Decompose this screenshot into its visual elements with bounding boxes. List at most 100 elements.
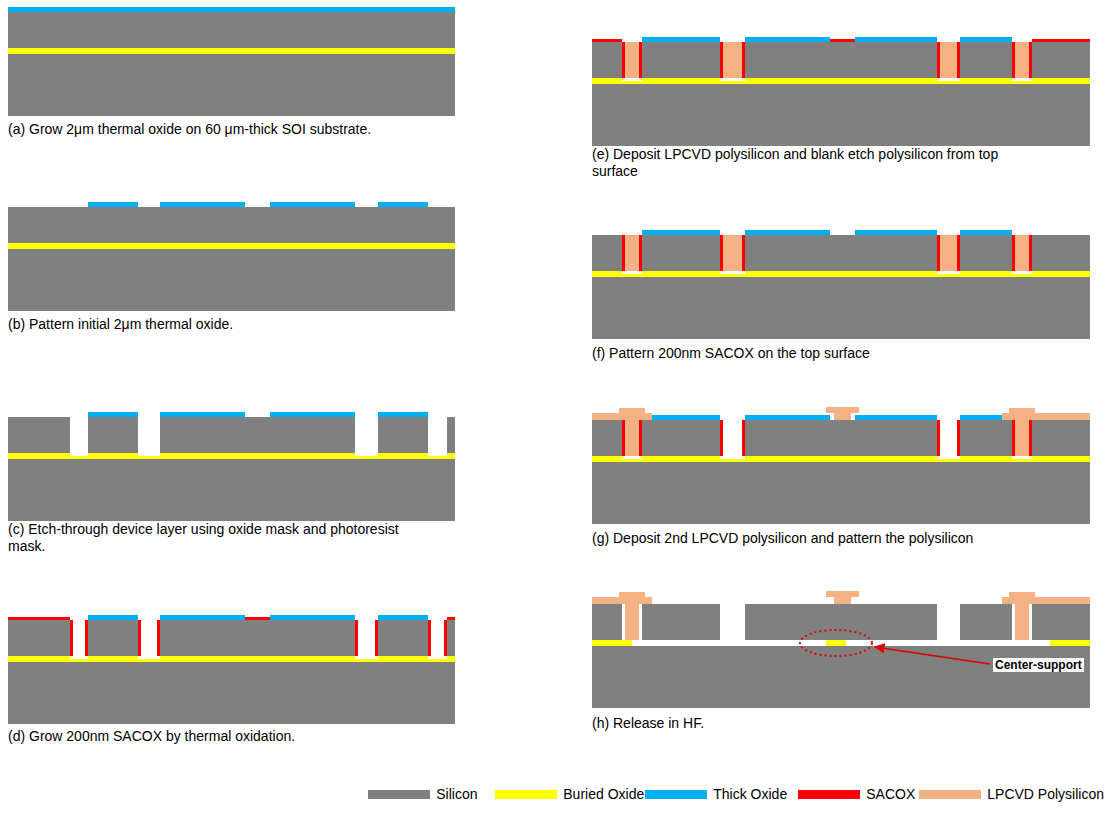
device-layer [1032,420,1090,456]
thick-oxide [160,412,245,417]
thick-oxide [88,615,138,620]
etched-oxide [355,453,378,456]
legend-text: Thick Oxide [713,786,787,802]
sacox-wall [1012,420,1015,456]
sacox-wall [70,620,73,656]
sacox-wall [355,620,358,656]
device-layer [960,42,1012,78]
step-caption: (c) Etch-through device layer using oxid… [8,521,428,555]
step-caption: (d) Grow 200nm SACOX by thermal oxidatio… [8,728,468,745]
sacox-wall [1012,235,1015,271]
sacox-wall [720,42,723,78]
substrate [8,249,455,311]
poly-fill [1015,42,1029,78]
etched-oxide [720,456,745,459]
etched-oxide [1012,78,1032,81]
poly-fill [625,235,639,271]
sacox-wall [1029,235,1032,271]
sacox-wall [639,420,642,456]
sacox-wall [85,620,88,656]
etched-oxide [937,271,960,274]
device-layer [88,417,138,453]
poly-cap [619,592,645,598]
poly-layer [1002,413,1090,420]
callout-label: Center-support [993,658,1084,672]
device-layer [592,420,622,456]
poly-fill [1015,420,1029,456]
legend-text: LPCVD Polysilicon [987,786,1104,802]
thick-oxide [642,415,720,420]
substrate [592,277,1090,339]
step-caption: (f) Pattern 200nm SACOX on the top surfa… [592,345,1102,362]
device-layer [378,620,428,656]
thick-oxide [88,202,138,207]
buried-oxide [8,453,455,459]
etched-oxide [428,656,447,659]
etched-oxide [355,656,378,659]
device-layer [960,604,1012,640]
substrate [592,84,1090,146]
device-layer [745,235,937,271]
sacox-wall [957,420,960,456]
step-caption: (b) Pattern initial 2μm thermal oxide. [8,316,468,333]
sacox-wall [157,620,160,656]
buried-oxide [8,243,455,249]
poly-fill [723,235,742,271]
device-layer [8,620,70,656]
buried-oxide [592,456,1090,462]
thick-oxide [378,412,428,417]
etched-oxide [622,271,642,274]
device-layer [1032,42,1090,78]
sacox-top [592,39,622,42]
sacox-wall [937,42,940,78]
sacox-wall [375,620,378,656]
buried-oxide [592,271,1090,277]
device-layer [642,42,720,78]
device-layer [592,604,622,640]
thick-oxide [960,37,1012,42]
device-layer [642,235,720,271]
poly-fill [625,42,639,78]
sacox-wall [937,235,940,271]
etched-oxide [937,78,960,81]
thick-oxide [855,37,937,42]
sacox-wall [720,235,723,271]
buried-oxide [592,640,632,646]
etched-oxide [622,456,642,459]
device-layer [88,620,138,656]
leader-arrow [875,647,990,664]
etched-oxide [138,453,160,456]
device-layer [160,417,355,453]
poly-layer [1002,597,1090,604]
poly-fill [1015,235,1029,271]
legend-swatch [919,790,981,799]
sacox-wall [1029,420,1032,456]
etched-oxide [937,456,960,459]
buried-oxide [8,656,455,662]
thick-oxide [88,412,138,417]
legend-item: SACOX [798,786,915,802]
device-layer [8,12,455,48]
thick-oxide [160,615,245,620]
poly-cap [826,407,859,413]
legend-item: Buried Oxide [495,786,644,802]
sacox-top [1032,39,1090,42]
poly-cap [1009,408,1035,414]
device-layer [592,42,622,78]
step-caption: (a) Grow 2μm thermal oxide on 60 μm-thic… [8,121,468,138]
poly-fill [723,42,742,78]
sacox-top [447,617,455,620]
etched-oxide [1012,456,1032,459]
sacox-wall [742,42,745,78]
thick-oxide [745,37,830,42]
sacox-wall [639,235,642,271]
device-layer [745,420,937,456]
device-layer [447,417,455,453]
thick-oxide [642,230,720,235]
device-layer [592,235,622,271]
etched-oxide [622,78,642,81]
poly-stem [834,597,851,604]
etched-oxide [70,656,88,659]
poly-cap [1009,592,1035,598]
sacox-top [245,617,270,620]
